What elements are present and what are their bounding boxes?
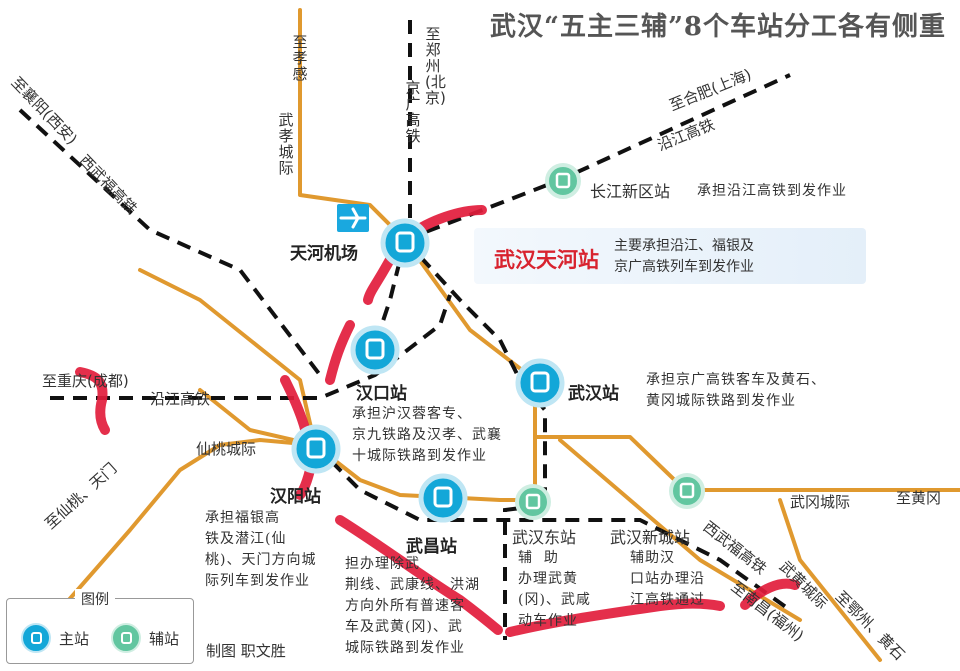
hankou-station-marker bbox=[350, 325, 400, 375]
aux-stations bbox=[515, 163, 705, 520]
wuhan-east-desc: 辅 助 办理武黄 (冈)、武咸 动车作业 bbox=[518, 550, 591, 629]
to-huanggang-label: 至黄冈 bbox=[896, 489, 942, 507]
highlight-station-name: 武汉天河站 bbox=[494, 247, 599, 272]
main-station-icon bbox=[21, 623, 51, 653]
yanjiang-hsr-inner bbox=[403, 238, 547, 640]
station-tianhe-label: 天河机场 bbox=[290, 244, 358, 264]
map-credit: 制图 职文胜 bbox=[206, 642, 286, 660]
highlight-station-desc: 主要承担沿江、福银及 京广高铁列车到发作业 bbox=[614, 238, 754, 275]
legend-aux: 辅站 bbox=[111, 623, 179, 653]
station-wuhan-east-label: 武汉东站 bbox=[512, 528, 577, 547]
new-city-desc: 辅助汉 口站办理沿 江高铁通过 bbox=[630, 550, 705, 608]
wuxiao-intercity-line bbox=[298, 8, 407, 242]
wuhuang-intercity-line bbox=[778, 498, 882, 662]
jingguang-hsr-label: 京广高铁 bbox=[405, 79, 421, 145]
station-wuchang-label: 武昌站 bbox=[406, 537, 457, 557]
changjiang-desc: 承担沿江高铁到发作业 bbox=[697, 183, 847, 199]
wuhan-desc: 承担京广高铁客车及黄石、 黄冈城际铁路到发作业 bbox=[646, 372, 826, 409]
highlight-panel bbox=[474, 228, 866, 284]
main-stations bbox=[291, 218, 565, 523]
airplane-icon bbox=[337, 204, 369, 232]
new-city-station-marker bbox=[669, 473, 705, 509]
wuxiao-intercity-label: 武孝城际 bbox=[278, 111, 294, 177]
page-title: 武汉“五主三辅”8个车站分工各有侧重 bbox=[490, 12, 947, 42]
wuhan-east-station-marker bbox=[515, 484, 551, 520]
yanjiang-hsr-w-label: 沿江高铁 bbox=[150, 390, 211, 408]
xiwufu-hsr-se-line bbox=[313, 443, 792, 612]
xiwufu-hsr-nw-line bbox=[18, 108, 322, 377]
wuchang-station-marker bbox=[418, 473, 468, 523]
legend-aux-label: 辅站 bbox=[149, 629, 180, 648]
scribble-wuchang bbox=[335, 515, 503, 635]
scribble-hankou bbox=[325, 320, 355, 385]
se-intercity-line bbox=[558, 438, 802, 622]
tianhe-station-marker bbox=[380, 218, 430, 268]
scribble-se bbox=[740, 578, 800, 610]
wugang-intercity-label: 武冈城际 bbox=[790, 493, 851, 511]
to-zhengzhou-label: 至郑州(北京) bbox=[425, 25, 446, 107]
wuhan-station-marker bbox=[515, 358, 565, 408]
to-chongqing-label: 至重庆(成都) bbox=[42, 372, 129, 390]
wuchang-desc: 担办理除武 荆线、武康线、洪湖 方向外所有普速客 车及武黄(冈)、武 城际铁路到… bbox=[345, 556, 480, 656]
legend-title: 图例 bbox=[75, 589, 115, 609]
station-hankou-label: 汉口站 bbox=[356, 384, 407, 404]
aux-station-icon bbox=[111, 623, 141, 653]
nw-orange-line bbox=[138, 268, 317, 447]
legend-main-label: 主站 bbox=[59, 629, 90, 648]
orange-lines bbox=[58, 8, 960, 662]
hanyang-station-marker bbox=[291, 424, 341, 474]
xiantao-intercity-label: 仙桃城际 bbox=[196, 440, 257, 458]
station-new-city-label: 武汉新城站 bbox=[610, 528, 691, 547]
station-changjiang-label: 长江新区站 bbox=[590, 182, 671, 201]
changjiang-station-marker bbox=[545, 163, 581, 199]
scribble-bottom bbox=[505, 598, 725, 637]
station-wuhan-label: 武汉站 bbox=[568, 384, 619, 404]
to-xiaogan-label: 至孝感 bbox=[292, 33, 308, 83]
hanyang-desc: 承担福银高 铁及潜江(仙 桃)、天门方向城 际列车到发作业 bbox=[205, 510, 317, 589]
legend-main: 主站 bbox=[21, 623, 89, 653]
hanyang-hankou-line bbox=[58, 438, 317, 612]
map-legend: 图例 主站 辅站 bbox=[6, 589, 194, 664]
hankou-desc: 承担沪汉蓉客专、 京九铁路及汉孝、武襄 十城际铁路到发作业 bbox=[352, 406, 502, 464]
station-hanyang-label: 汉阳站 bbox=[270, 487, 321, 507]
wuhan-new-city-line bbox=[533, 435, 960, 492]
scribble-west bbox=[75, 367, 110, 435]
yanjiang-hsr-w-line bbox=[50, 294, 452, 400]
